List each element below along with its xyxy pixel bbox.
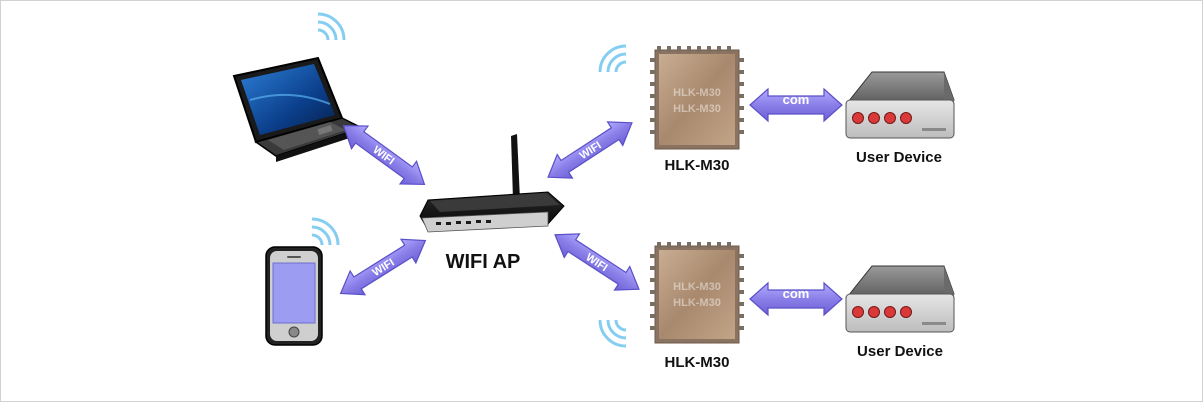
laptop-icon xyxy=(232,12,364,162)
wifi-signal-icon xyxy=(598,318,628,348)
chip-marking: HLK-M30 xyxy=(673,103,721,115)
module-bottom-icon: HLK-M30 HLK-M30 xyxy=(598,242,744,348)
phone-router-link: WIFI xyxy=(332,228,434,306)
laptop-router-link: WIFI xyxy=(334,113,434,197)
device-bottom-label: User Device xyxy=(857,343,943,360)
module-device-top-link: com xyxy=(749,87,843,123)
phone-icon xyxy=(265,217,340,346)
device-bottom-icon xyxy=(845,265,955,333)
chip-marking: HLK-M30 xyxy=(673,297,721,309)
module-top-label: HLK-M30 xyxy=(664,157,729,174)
router-module-top-link: WIFI xyxy=(539,110,641,190)
chip-marking: HLK-M30 xyxy=(673,281,721,293)
module-device-bottom-link: com xyxy=(749,281,843,317)
module-top-icon: HLK-M30 HLK-M30 xyxy=(598,44,744,150)
router-label: WIFI AP xyxy=(446,251,521,273)
router-icon xyxy=(419,134,565,233)
device-top-label: User Device xyxy=(856,149,942,166)
wifi-signal-icon xyxy=(310,217,340,247)
device-top-icon xyxy=(845,71,955,139)
module-bottom-label: HLK-M30 xyxy=(664,354,729,371)
link-label: com xyxy=(783,92,810,107)
router-module-bottom-link: WIFI xyxy=(546,222,648,302)
wifi-signal-icon xyxy=(316,12,346,42)
chip-marking: HLK-M30 xyxy=(673,87,721,99)
link-label: com xyxy=(783,286,810,301)
wifi-signal-icon xyxy=(598,44,628,74)
